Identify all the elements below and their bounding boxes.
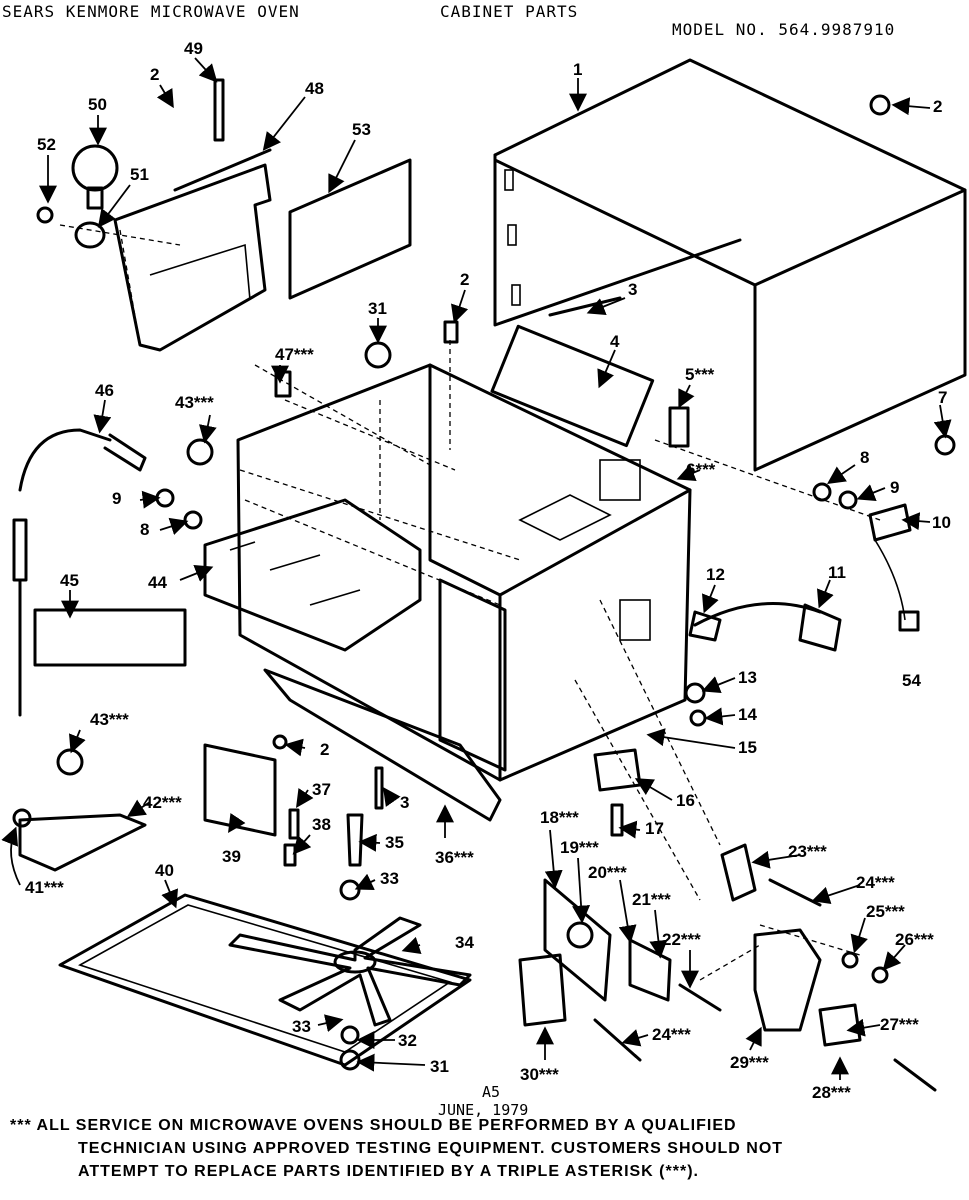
temperature-probe bbox=[12, 428, 147, 717]
callout-8b: 8 bbox=[140, 520, 149, 539]
callout-50: 50 bbox=[88, 95, 107, 114]
callout-9a: 9 bbox=[890, 478, 899, 497]
latch-plate bbox=[668, 406, 690, 448]
door-frame bbox=[490, 324, 655, 448]
callout-labels: 1 2 2 2 2 3 3 4 5*** 6*** 7 8 8 9 9 10 1… bbox=[25, 39, 951, 1102]
callout-28: 28*** bbox=[812, 1083, 851, 1102]
panel-sheet bbox=[288, 158, 412, 300]
page-number: A5 bbox=[482, 1083, 501, 1101]
callout-43b: 43*** bbox=[90, 710, 129, 729]
callout-3a: 3 bbox=[628, 280, 637, 299]
callout-40: 40 bbox=[155, 861, 174, 880]
stirrer-fan bbox=[228, 916, 472, 1027]
callout-18: 18*** bbox=[540, 808, 579, 827]
callout-7: 7 bbox=[938, 388, 947, 407]
callout-35: 35 bbox=[385, 833, 404, 852]
callout-1: 1 bbox=[573, 60, 582, 79]
callout-38: 38 bbox=[312, 815, 331, 834]
callout-15: 15 bbox=[738, 738, 757, 757]
control-panel bbox=[33, 608, 187, 667]
callout-47: 47*** bbox=[275, 345, 314, 364]
callout-20: 20*** bbox=[588, 863, 627, 882]
bottom-plate bbox=[263, 668, 502, 822]
cover-plate bbox=[203, 743, 277, 837]
callout-2b: 2 bbox=[150, 65, 159, 84]
callout-54: 54 bbox=[902, 671, 921, 690]
callout-45: 45 bbox=[60, 571, 79, 590]
callout-41: 41*** bbox=[25, 878, 64, 897]
callout-29: 29*** bbox=[730, 1053, 769, 1072]
service-note-line-1: *** ALL SERVICE ON MICROWAVE OVENS SHOUL… bbox=[10, 1117, 737, 1134]
exploded-parts-diagram: 1 2 2 2 2 3 3 4 5*** 6*** 7 8 8 9 9 10 1… bbox=[1, 39, 967, 1102]
publication-date: JUNE, 1979 bbox=[438, 1101, 529, 1119]
oven-cavity-tray bbox=[203, 498, 422, 652]
callout-17: 17 bbox=[645, 819, 664, 838]
callout-36: 36*** bbox=[435, 848, 474, 867]
callout-42: 42*** bbox=[143, 793, 182, 812]
callout-25: 25*** bbox=[866, 902, 905, 921]
service-note-line-2: TECHNICIAN USING APPROVED TESTING EQUIPM… bbox=[78, 1140, 784, 1157]
callout-44: 44 bbox=[148, 573, 167, 592]
callout-32: 32 bbox=[398, 1031, 417, 1050]
callout-2c: 2 bbox=[460, 270, 469, 289]
callout-2d: 2 bbox=[320, 740, 329, 759]
callout-33a: 33 bbox=[380, 869, 399, 888]
callout-51: 51 bbox=[130, 165, 149, 184]
outer-cabinet bbox=[493, 58, 967, 472]
callout-23: 23*** bbox=[788, 842, 827, 861]
mounting-bracket bbox=[18, 813, 147, 872]
callout-12: 12 bbox=[706, 565, 725, 584]
model-number: MODEL NO. 564.9987910 bbox=[672, 20, 896, 39]
callout-19: 19*** bbox=[560, 838, 599, 857]
callout-48: 48 bbox=[305, 79, 324, 98]
drive-shaft bbox=[346, 813, 364, 867]
callout-30: 30*** bbox=[520, 1065, 559, 1084]
callout-24a: 24*** bbox=[856, 873, 895, 892]
callout-39: 39 bbox=[222, 847, 241, 866]
callout-33b: 33 bbox=[292, 1017, 311, 1036]
oven-chassis bbox=[236, 363, 692, 782]
lamp-bracket-assembly bbox=[36, 78, 272, 352]
callout-46: 46 bbox=[95, 381, 114, 400]
callout-3b: 3 bbox=[400, 793, 409, 812]
callout-53: 53 bbox=[352, 120, 371, 139]
callout-49: 49 bbox=[184, 39, 203, 58]
callout-14: 14 bbox=[738, 705, 757, 724]
glass-tray bbox=[58, 893, 472, 1067]
callout-31a: 31 bbox=[368, 299, 387, 318]
callout-10: 10 bbox=[932, 513, 951, 532]
callout-leaders bbox=[1, 57, 952, 1080]
callout-24b: 24*** bbox=[652, 1025, 691, 1044]
callout-34: 34 bbox=[455, 933, 474, 952]
callout-6: 6*** bbox=[686, 460, 716, 479]
callout-8a: 8 bbox=[860, 448, 869, 467]
callout-13: 13 bbox=[738, 668, 757, 687]
callout-21: 21*** bbox=[632, 890, 671, 909]
callout-4: 4 bbox=[610, 332, 620, 351]
header-section: CABINET PARTS bbox=[440, 2, 579, 21]
callout-22: 22*** bbox=[662, 930, 701, 949]
callout-26: 26*** bbox=[895, 930, 934, 949]
callout-37: 37 bbox=[312, 780, 331, 799]
callout-31b: 31 bbox=[430, 1057, 449, 1076]
callout-43a: 43*** bbox=[175, 393, 214, 412]
callout-27: 27*** bbox=[880, 1015, 919, 1034]
callout-16: 16 bbox=[676, 791, 695, 810]
callout-11: 11 bbox=[828, 563, 846, 582]
callout-5: 5*** bbox=[685, 365, 715, 384]
callout-52: 52 bbox=[37, 135, 56, 154]
service-note-line-3: ATTEMPT TO REPLACE PARTS IDENTIFIED BY A… bbox=[78, 1163, 699, 1180]
callout-9b: 9 bbox=[112, 489, 121, 508]
fuse-holder bbox=[593, 748, 642, 792]
callout-2a: 2 bbox=[933, 97, 942, 116]
header-title: SEARS KENMORE MICROWAVE OVEN bbox=[2, 2, 300, 21]
